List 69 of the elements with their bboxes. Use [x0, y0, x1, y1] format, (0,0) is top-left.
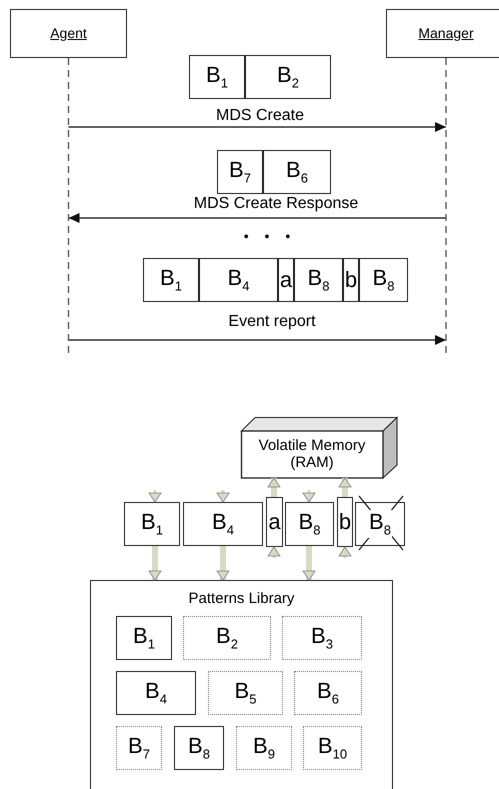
- cell-label: B$_{1}$: [160, 266, 182, 294]
- block-arrow: [268, 546, 280, 558]
- cell-label: a: [268, 510, 281, 534]
- cell-label: B$_{10}$: [318, 734, 348, 762]
- data-block: [263, 150, 331, 194]
- data-block: [183, 616, 271, 660]
- block-arrow: [216, 490, 230, 502]
- memory-label: Volatile Memory (RAM): [258, 438, 366, 471]
- data-block: [199, 258, 278, 302]
- cell-label: B$_{6}$: [286, 158, 308, 186]
- actor-label: Agent: [50, 26, 87, 42]
- block-arrow: [302, 546, 316, 580]
- block-arrow: [338, 478, 352, 497]
- cell-label: b: [338, 510, 352, 534]
- block-arrow: [148, 546, 162, 580]
- data-block: [189, 55, 245, 99]
- cell-label: B$_{4}$: [212, 510, 234, 538]
- cell-label: B$_{1}$: [141, 510, 163, 538]
- data-block: [359, 258, 408, 302]
- cell-label: B$_{8}$: [308, 266, 330, 294]
- block-arrow: [338, 546, 352, 558]
- data-block: [116, 616, 172, 660]
- cell-label: B$_{2}$: [216, 624, 238, 652]
- data-block: [143, 258, 199, 302]
- cell-label: B$_{3}$: [311, 624, 333, 652]
- data-block: [266, 497, 283, 547]
- data-block: [294, 258, 343, 302]
- cell-label: B$_{4}$: [228, 266, 250, 294]
- data-block: [124, 502, 180, 546]
- data-block: [236, 726, 292, 770]
- cell-label: B$_{8}$: [188, 734, 210, 762]
- block-arrow: [216, 546, 230, 580]
- data-block: [116, 726, 162, 770]
- cell-label: B$_{8}$: [368, 510, 392, 538]
- cell-label: b: [344, 268, 358, 292]
- cell-label: B$_{4}$: [145, 679, 167, 707]
- cell-label: B$_{6}$: [317, 679, 339, 707]
- library-panel: [90, 580, 393, 789]
- cell-label: B$_{7}$: [229, 158, 251, 186]
- cell-label: B$_{9}$: [253, 734, 275, 762]
- block-arrow: [268, 478, 280, 497]
- panel-title: Patterns Library: [188, 591, 294, 608]
- data-block: [245, 55, 331, 99]
- cell-label: B$_{1}$: [133, 624, 155, 652]
- message-arrow: [68, 213, 446, 223]
- block-arrow: [302, 490, 316, 502]
- data-block: [183, 502, 263, 546]
- cell-label: B$_{1}$: [206, 63, 228, 91]
- cell-label: B$_{8}$: [298, 510, 320, 538]
- cell-label: B$_{2}$: [277, 63, 299, 91]
- data-block: [116, 671, 196, 715]
- data-block: [217, 150, 263, 194]
- data-block: [208, 671, 283, 715]
- cell-label: B$_{5}$: [234, 679, 256, 707]
- data-block: [174, 726, 224, 770]
- data-block: [294, 671, 362, 715]
- message-arrow: [68, 122, 446, 132]
- data-block: [343, 258, 359, 302]
- cell-label: a: [280, 268, 292, 292]
- data-block: [337, 497, 353, 547]
- data-block: [282, 616, 362, 660]
- actor-label: Manager: [418, 26, 474, 42]
- data-block: [285, 502, 334, 546]
- block-arrow: [148, 490, 162, 502]
- cell-label: B$_{7}$: [128, 734, 150, 762]
- data-block: [303, 726, 362, 770]
- cell-label: B$_{8}$: [372, 266, 394, 294]
- message-arrow: [68, 335, 446, 345]
- data-block: [278, 258, 294, 302]
